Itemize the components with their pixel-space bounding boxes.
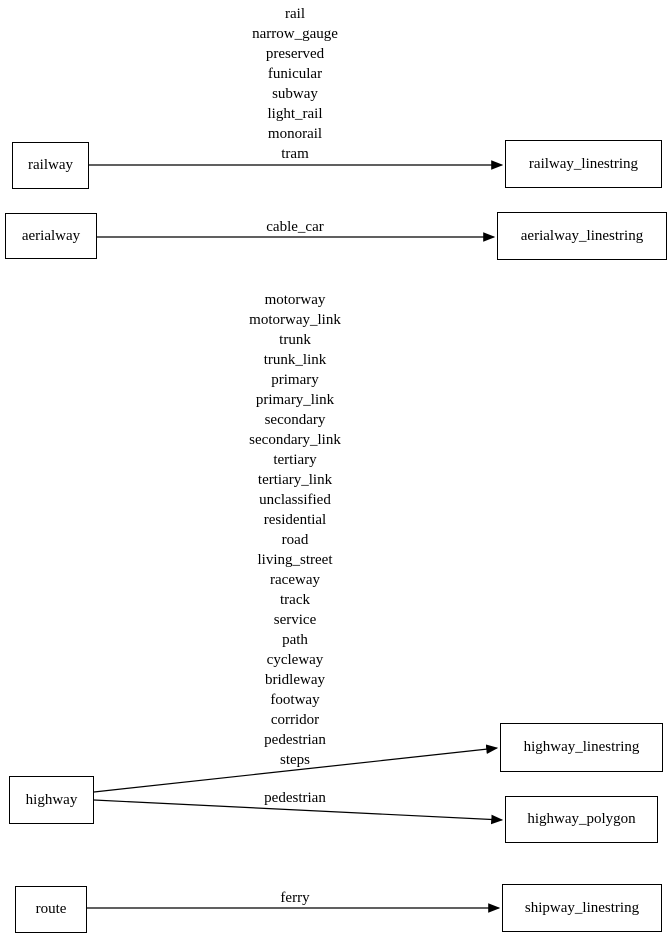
node-aerialway-linestring: aerialway_linestring [497, 212, 667, 260]
node-railway-linestring: railway_linestring [505, 140, 662, 188]
node-highway-polygon: highway_polygon [505, 796, 658, 843]
edge-label-route-values: ferry [280, 890, 310, 906]
edge-highway-to-highway-linestring [93, 744, 499, 793]
edge-highway-to-highway-polygon [93, 799, 504, 825]
node-route: route [15, 886, 87, 933]
edge-label-highway-polygon-values: pedestrian [264, 790, 326, 806]
edge-label-railway-values: rail narrow_gauge preserved funicular su… [252, 6, 338, 162]
node-highway-linestring: highway_linestring [500, 723, 663, 772]
node-highway: highway [9, 776, 94, 824]
edge-label-highway-linestring-values: motorway motorway_link trunk trunk_link … [249, 292, 341, 768]
node-railway: railway [12, 142, 89, 189]
node-shipway-linestring: shipway_linestring [502, 884, 662, 932]
node-aerialway: aerialway [5, 213, 97, 259]
edge-label-aerialway-values: cable_car [266, 219, 324, 235]
